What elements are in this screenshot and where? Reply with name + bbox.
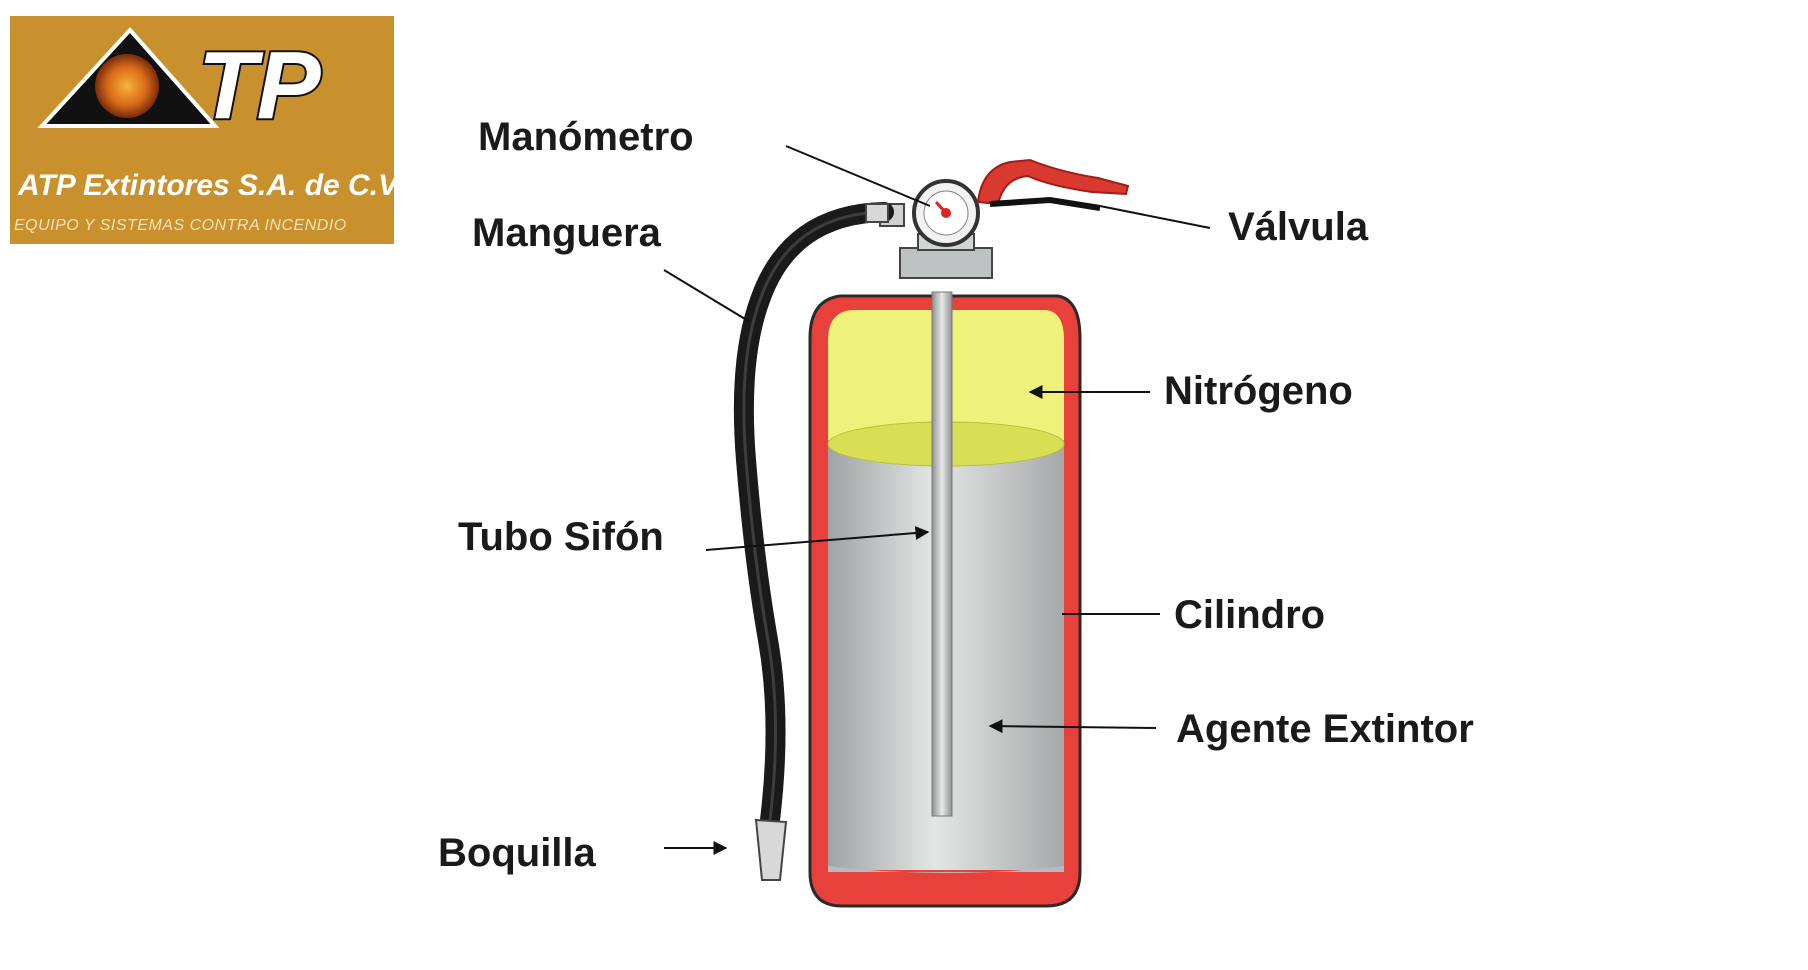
company-logo: TP ATP Extintores S.A. de C.V. EQUIPO Y …: [10, 16, 404, 244]
logo-background: [10, 16, 394, 244]
label-nitrogeno: Nitrógeno: [1164, 369, 1353, 413]
label-manguera: Manguera: [472, 211, 662, 255]
label-valvula: Válvula: [1228, 205, 1369, 249]
valve-neck: [899, 247, 993, 279]
company-tagline: EQUIPO Y SISTEMAS CONTRA INCENDIO: [14, 217, 347, 234]
leader-tubo-sifon: [705, 526, 930, 551]
leader-agente: [988, 719, 1157, 734]
label-agente-extintor: Agente Extintor: [1176, 707, 1474, 751]
pressure-gauge-icon: [879, 179, 980, 247]
label-boquilla: Boquilla: [438, 831, 597, 875]
nozzle: [754, 818, 788, 881]
company-name: ATP Extintores S.A. de C.V.: [17, 169, 404, 202]
logo-mark: TP: [198, 32, 322, 139]
valve-lever: [976, 158, 1130, 206]
fire-extinguisher: [733, 158, 1130, 908]
logo-triangle-icon: [37, 27, 220, 128]
leader-valvula: [1099, 205, 1211, 229]
leader-manguera: [663, 269, 751, 323]
part-labels: Manómetro Manguera Válvula Nitrógeno Tub…: [438, 115, 1474, 875]
siphon-tube: [931, 291, 953, 817]
leader-lines: [663, 145, 1211, 855]
label-manometro: Manómetro: [478, 115, 694, 159]
label-cilindro: Cilindro: [1174, 593, 1325, 637]
leader-manometro: [785, 145, 931, 207]
label-tubo-sifon: Tubo Sifón: [458, 515, 664, 559]
